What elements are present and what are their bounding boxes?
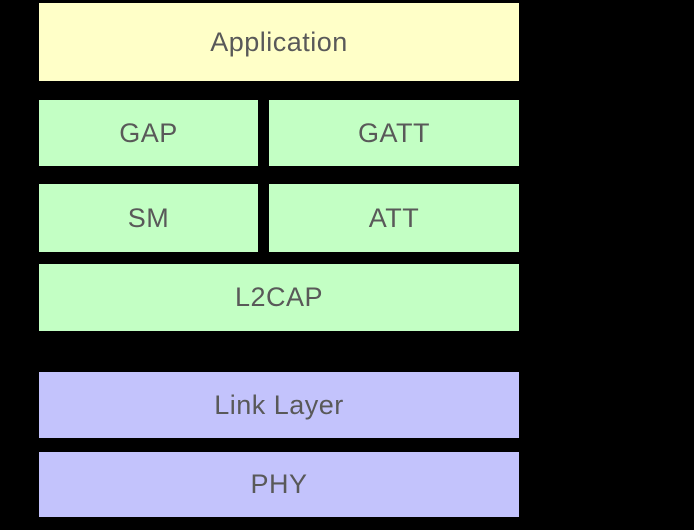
block-phy: PHY: [39, 452, 519, 517]
block-att: ATT: [269, 184, 519, 252]
block-link-layer-label: Link Layer: [214, 389, 344, 420]
block-application-label: Application: [210, 26, 348, 57]
block-link-layer: Link Layer: [39, 372, 519, 438]
block-gap-label: GAP: [119, 117, 178, 148]
block-phy-label: PHY: [250, 469, 308, 499]
block-application: Application: [39, 3, 519, 81]
block-gap: GAP: [39, 100, 258, 166]
block-l2cap: L2CAP: [39, 264, 519, 331]
block-gatt: GATT: [269, 100, 519, 166]
block-l2cap-label: L2CAP: [234, 282, 324, 312]
block-sm: SM: [39, 184, 258, 252]
block-sm-label: SM: [127, 202, 170, 233]
block-gatt-label: GATT: [358, 117, 430, 148]
block-att-label: ATT: [368, 202, 420, 233]
